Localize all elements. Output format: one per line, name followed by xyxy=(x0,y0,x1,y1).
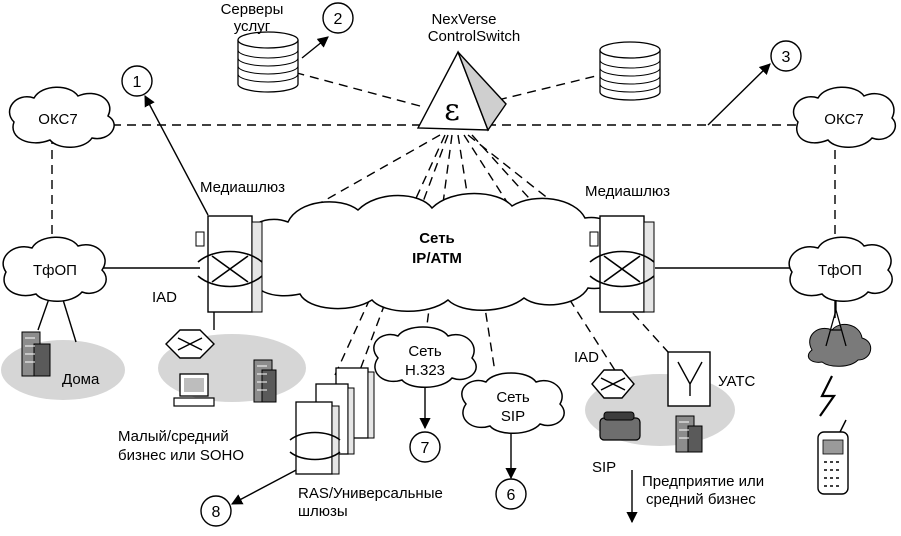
svg-text:8: 8 xyxy=(212,504,221,521)
svg-text:1: 1 xyxy=(133,74,142,91)
pbx-icon xyxy=(667,351,711,407)
arrow-to-2 xyxy=(301,36,329,59)
svg-text:6: 6 xyxy=(507,487,516,504)
switch-to-servers-left xyxy=(296,72,421,107)
database-icon xyxy=(599,41,661,101)
uatc-label: УАТС xyxy=(718,373,756,390)
svg-text:7: 7 xyxy=(421,440,430,457)
oks7-right-label: ОКС7 xyxy=(824,111,863,128)
small-business-label-2: бизнес или SOHO xyxy=(118,447,244,464)
building-icon xyxy=(21,331,51,377)
mediagateway-right-label: Медиашлюз xyxy=(585,183,670,200)
building-icon xyxy=(675,415,703,453)
control-switch-label-2: ControlSwitch xyxy=(428,28,521,45)
ras-gateways-label-2: шлюзы xyxy=(298,503,348,520)
callout-7: 7 xyxy=(409,431,441,463)
arrow-to-8 xyxy=(231,467,301,505)
arrow-to-1 xyxy=(144,95,209,216)
oks7-right-cloud xyxy=(792,86,897,148)
mediagateway-icon xyxy=(195,215,263,313)
sip-network-label-2: SIP xyxy=(501,408,525,425)
enterprise-label-1: Предприятие или xyxy=(642,473,764,490)
database-icon xyxy=(237,31,299,93)
mediagateway-icon xyxy=(589,215,655,313)
h323-label-2: H.323 xyxy=(405,362,445,379)
computer-icon xyxy=(173,373,215,407)
iad-right-label: IAD xyxy=(574,349,599,366)
ctrl-line-pbx xyxy=(471,134,669,353)
oks7-left-cloud xyxy=(8,86,115,148)
callout-3: 3 xyxy=(770,40,802,72)
iad-left-label: IAD xyxy=(152,289,177,306)
pstn-left-label: ТфОП xyxy=(33,262,77,279)
homes-area xyxy=(1,340,125,400)
sip-network-label-1: Сеть xyxy=(496,389,530,406)
sip-network-cloud xyxy=(461,372,565,434)
core-network-label-1: Сеть xyxy=(419,230,455,247)
service-servers-label-1: Серверы xyxy=(221,1,284,18)
callout-2: 2 xyxy=(322,2,354,34)
router-icon xyxy=(165,329,215,359)
phone-icon xyxy=(599,411,641,441)
core-network-label-2: IP/ATM xyxy=(412,250,462,267)
switch-to-servers-right xyxy=(497,74,601,101)
mediagateway-icon xyxy=(289,367,375,475)
h323-label-1: Сеть xyxy=(408,343,442,360)
svg-text:3: 3 xyxy=(782,49,791,66)
switch-icon: ε xyxy=(416,50,507,132)
callout-1: 1 xyxy=(121,65,153,97)
h323-network-cloud xyxy=(373,326,477,388)
svg-text:ε: ε xyxy=(444,93,460,128)
building-icon xyxy=(253,359,277,403)
pstn-left-cloud xyxy=(2,236,107,302)
small-business-label-1: Малый/средний xyxy=(118,428,229,445)
router-icon xyxy=(591,369,635,399)
enterprise-label-2: средний бизнес xyxy=(646,491,756,508)
homes-label: Дома xyxy=(62,371,100,388)
mediagateway-left-label: Медиашлюз xyxy=(200,179,285,196)
oks7-left-label: ОКС7 xyxy=(38,111,77,128)
ctrl-line-sip xyxy=(457,134,496,373)
ctrl-line-gw-left xyxy=(254,134,441,241)
mobile-phone-icon xyxy=(817,419,849,495)
sip-label: SIP xyxy=(592,459,616,476)
callout-8: 8 xyxy=(200,495,232,527)
radio-tower-icon xyxy=(807,300,872,417)
arrow-to-3 xyxy=(707,63,771,126)
pstn-right-label: ТфОП xyxy=(818,262,862,279)
pstn-right-cloud xyxy=(788,236,893,302)
svg-text:2: 2 xyxy=(334,11,343,28)
callout-6: 6 xyxy=(495,478,527,510)
ras-gateways-label-1: RAS/Универсальные xyxy=(298,485,443,502)
service-servers-label-2: услуг xyxy=(234,18,271,35)
control-switch-label-1: NexVerse xyxy=(431,11,496,28)
